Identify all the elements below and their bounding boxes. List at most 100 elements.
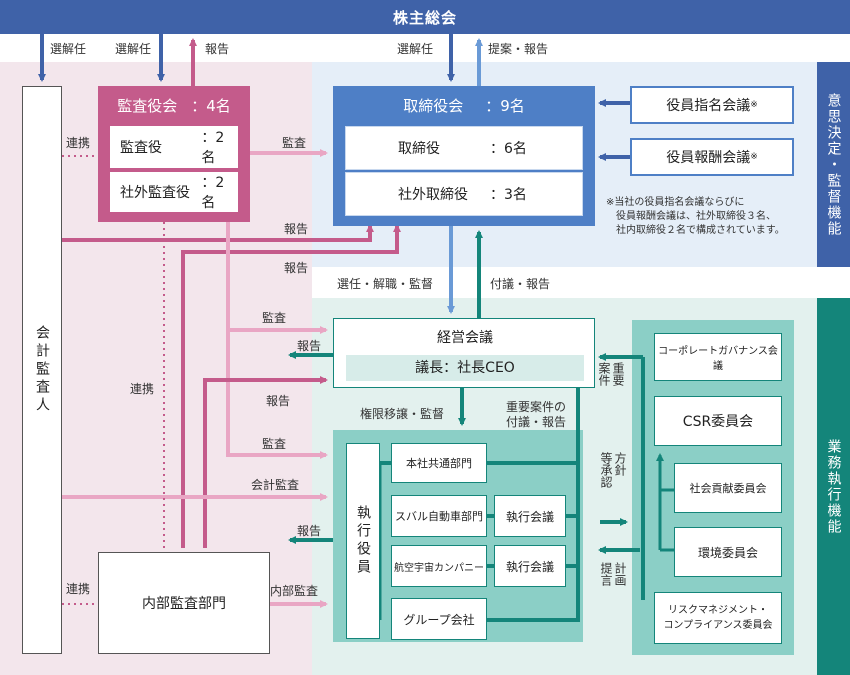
group-companies-label: グループ会社 <box>403 612 475 627</box>
corporate-division-box: 本社共通部門 <box>391 443 487 483</box>
label-report-2: 報告 <box>284 261 309 275</box>
vertical-text: 案件 <box>597 362 611 386</box>
audit-board: 監査役会 ：4名 監査役 ：2名 社外監査役 ：2名 <box>98 86 250 222</box>
label-elect-1: 選解任 <box>50 42 87 56</box>
nomination-meeting-box: 役員指名会議※ <box>630 86 794 124</box>
label-audit-2: 監査 <box>262 311 287 325</box>
label-report-4: 報告 <box>266 394 291 408</box>
label-delegate: 権限移譲・監督 <box>360 407 445 421</box>
outside-auditor-row: 社外監査役 ：2名 <box>110 172 238 212</box>
subaru-division-label: スバル自動車部門 <box>395 510 483 523</box>
accounting-auditor-title: 会計監査人 <box>34 325 50 415</box>
executive-officers-title: 執行役員 <box>355 505 371 577</box>
outside-auditor-label: 社外監査役 <box>120 185 190 201</box>
compensation-meeting-box: 役員報酬会議※ <box>630 138 794 176</box>
vertical-text: 方針 <box>613 452 627 476</box>
corporate-governance-label: コーポレートガバナンス会議 <box>658 346 778 372</box>
director-row: 取締役 ：6名 <box>345 126 583 170</box>
csr-committee-label: CSR委員会 <box>682 414 754 430</box>
label-proposal: 提案・報告 <box>488 42 549 56</box>
executive-officers-box: 執行役員 <box>346 443 380 639</box>
board-count: ：9名 <box>485 96 525 115</box>
nomination-mark: ※ <box>750 100 758 110</box>
label-elect-3: 選解任 <box>397 42 434 56</box>
board-name: 取締役会 <box>403 96 464 115</box>
outside-director-label: 社外取締役 <box>398 187 468 203</box>
risk-committee-label: コンプライアンス委員会 <box>663 620 773 631</box>
outside-director-row: 社外取締役 ：3名 <box>345 172 583 216</box>
management-meeting-chair: 議長：社長CEO <box>346 355 584 381</box>
shareholders-meeting-banner: 株主総会 <box>0 0 850 34</box>
subaru-executive-meeting-label: 執行会議 <box>505 509 554 524</box>
director-count: ：6名 <box>490 141 527 157</box>
csr-committee-box: CSR委員会 <box>654 396 782 446</box>
accounting-auditor-box: 会計監査人 <box>22 86 62 654</box>
label-important-vertical: 重要 案件 <box>597 362 625 432</box>
aerospace-executive-meeting-box: 執行会議 <box>494 545 566 587</box>
aerospace-company-box: 航空宇宙カンパニー <box>391 545 487 587</box>
decision-sidebar: 意思決定・監督機能 <box>817 62 850 267</box>
management-meeting-title: 経営会議 <box>437 330 493 346</box>
page-title: 株主総会 <box>392 8 457 27</box>
management-meeting: 経営会議 議長：社長CEO <box>333 318 595 388</box>
subaru-division-box: スバル自動車部門 <box>391 495 487 537</box>
board-of-directors: 取締役会 ：9名 取締役 ：6名 社外取締役 ：3名 <box>333 86 595 226</box>
execution-sidebar-label: 業務執行機能 <box>825 438 842 535</box>
execution-sidebar: 業務執行機能 <box>817 298 850 675</box>
director-label: 取締役 <box>398 141 440 157</box>
label-renkei-1: 連携 <box>66 136 91 150</box>
risk-committee-box: リスクマネジメント・ コンプライアンス委員会 <box>654 592 782 644</box>
audit-board-count: ：4名 <box>191 96 231 115</box>
audit-board-title: 監査役会 ：4名 <box>98 86 250 124</box>
footnote-line: ※当社の役員指名会議ならびに <box>606 197 745 208</box>
nomination-meeting-label: 役員指名会議 <box>666 98 751 114</box>
audit-board-name: 監査役会 <box>117 96 178 115</box>
compensation-mark: ※ <box>750 152 758 162</box>
footnote-line: 社内取締役２名で構成されています。 <box>606 225 785 236</box>
label-audit-1: 監査 <box>282 136 307 150</box>
vertical-text: 計画 <box>613 562 627 586</box>
label-renkei-2: 連携 <box>130 382 155 396</box>
group-companies-box: グループ会社 <box>391 598 487 640</box>
label-elect-2: 選解任 <box>115 42 152 56</box>
compensation-meeting-label: 役員報酬会議 <box>666 150 751 166</box>
auditor-count: ：2名 <box>201 130 225 166</box>
label-important-1: 重要案件の <box>506 400 567 414</box>
vertical-text: 等承認 <box>599 452 613 488</box>
label-fugi: 付議・報告 <box>490 277 551 291</box>
environment-committee-box: 環境委員会 <box>674 527 782 577</box>
subaru-executive-meeting-box: 執行会議 <box>494 495 566 537</box>
aerospace-executive-meeting-label: 執行会議 <box>505 559 554 574</box>
label-report-3: 報告 <box>297 339 322 353</box>
footnote: ※当社の役員指名会議ならびに 役員報酬会議は、社外取締役３名、 社内取締役２名で… <box>606 196 814 238</box>
footnote-line: 役員報酬会議は、社外取締役３名、 <box>606 211 776 222</box>
label-policy-vertical: 方針 等承認 <box>599 452 627 522</box>
label-audit-3: 監査 <box>262 437 287 451</box>
internal-audit-box: 内部監査部門 <box>98 552 270 654</box>
risk-committee-label: リスクマネジメント・ <box>668 605 768 616</box>
label-important-2: 付議・報告 <box>506 415 567 429</box>
label-select: 選任・解職・監督 <box>337 277 434 291</box>
label-report-1: 報告 <box>284 222 309 236</box>
auditor-label: 監査役 <box>120 140 162 156</box>
label-internal-audit: 内部監査 <box>270 584 319 598</box>
environment-committee-label: 環境委員会 <box>697 545 758 560</box>
label-report-vertical: 計画 提言 <box>599 562 627 612</box>
board-title: 取締役会 ：9名 <box>333 86 595 124</box>
corporate-governance-box: コーポレートガバナンス会議 <box>654 333 782 381</box>
label-accounting-audit: 会計監査 <box>251 478 300 492</box>
auditor-row: 監査役 ：2名 <box>110 126 238 168</box>
decision-sidebar-label: 意思決定・監督機能 <box>825 92 842 237</box>
outside-auditor-count: ：2名 <box>201 175 225 211</box>
label-renkei-3: 連携 <box>66 582 91 596</box>
vertical-text: 提言 <box>599 562 613 586</box>
social-committee-label: 社会貢献委員会 <box>689 482 767 495</box>
aerospace-company-label: 航空宇宙カンパニー <box>394 562 484 574</box>
vertical-text: 重要 <box>611 362 625 386</box>
outside-director-count: ：3名 <box>490 187 527 203</box>
social-committee-box: 社会貢献委員会 <box>674 463 782 513</box>
internal-audit-title: 内部監査部門 <box>142 596 226 612</box>
label-report-top: 報告 <box>205 42 230 56</box>
corporate-division-label: 本社共通部門 <box>406 457 472 470</box>
label-report-5: 報告 <box>297 524 322 538</box>
